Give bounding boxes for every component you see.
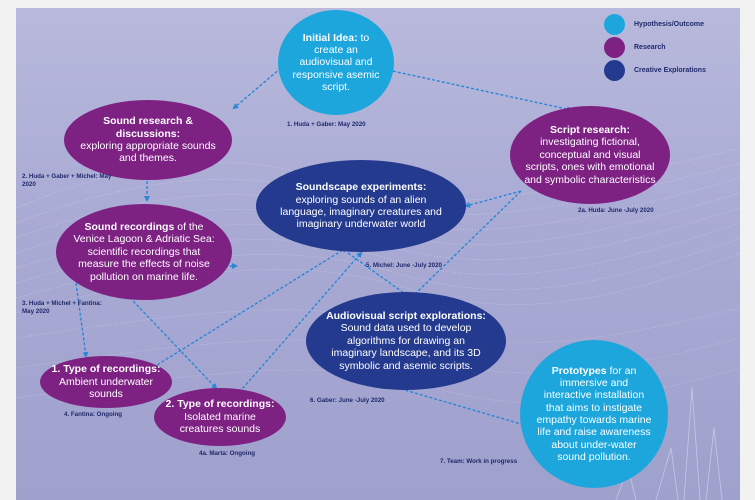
node-text: for an immersive and interactive install… [536,364,652,464]
node-sound-recordings: Sound recordings of the Venice Lagoon & … [56,204,232,300]
node-bold: Audiovisual script explorations: [326,310,486,323]
caption-type2: 4a. Marta: Ongoing [199,450,256,457]
node-prototypes: Prototypes for an immersive and interact… [520,340,668,488]
node-text: Ambient underwater sounds [59,375,153,401]
node-text: of the Venice Lagoon & Adriatic Sea: sci… [73,221,215,283]
node-text: Sound data used to develop algorithms fo… [331,322,481,372]
node-bold: Sound research & discussions: [103,115,193,140]
node-bold: Soundscape experiments: [295,181,427,194]
node-soundscape-experiments: Soundscape experiments: exploring sounds… [256,160,466,252]
node-type-1-recordings: 1. Type of recordings: Ambient underwate… [40,356,172,408]
node-sound-research: Sound research & discussions: exploring … [64,100,232,180]
node-initial-idea: Initial Idea: to create an audiovisual a… [278,10,394,115]
diagram-canvas: Hypothesis/Outcome Research Creative Exp… [16,8,740,500]
node-bold: 2. Type of recordings: [165,398,275,411]
legend-item-hypothesis: Hypothesis/Outcome [604,14,706,35]
legend-label: Creative Explorations [634,67,706,74]
node-audiovisual-explorations: Audiovisual script explorations: Sound d… [306,292,506,390]
node-bold: 1. Type of recordings: [51,363,161,376]
caption-prototypes: 7. Team: Work in progress [440,458,518,465]
node-bold: Script research: [550,124,630,137]
caption-initial-idea: 1. Huda + Gaber: May 2020 [287,121,366,128]
node-text: investigating fictional, conceptual and … [524,136,656,186]
node-text: exploring sounds of an alien language, i… [280,193,442,231]
legend-swatch-cyan [604,14,625,35]
node-script-research: Script research: investigating fictional… [510,106,670,204]
node-bold: Sound recordings [84,221,175,234]
node-bold: Prototypes [551,364,607,377]
legend: Hypothesis/Outcome Research Creative Exp… [604,14,706,83]
caption-sound-recordings: 3. Huda + Michel + Fantina: May 2020 [22,300,102,316]
legend-label: Hypothesis/Outcome [634,21,705,28]
node-text: to create an audiovisual and responsive … [292,31,380,94]
legend-item-creative: Creative Explorations [604,60,706,81]
node-text: Isolated marine creatures sounds [179,410,261,436]
legend-swatch-purple [604,37,625,58]
legend-item-research: Research [604,37,706,58]
node-text: exploring appropriate sounds and themes. [80,140,216,165]
caption-audiovisual: 6. Gaber: June -July 2020 [310,397,385,404]
node-bold: Initial Idea: [302,31,358,44]
caption-type1: 4. Fantina: Ongoing [64,411,123,418]
caption-script-research: 2a. Huda: June -July 2020 [578,207,654,214]
caption-soundscape: 5. Michel: June -July 2020 [366,262,442,269]
caption-sound-research: 2. Huda + Gaber + Michel: May 2020 [22,173,112,189]
legend-label: Research [634,44,666,51]
node-type-2-recordings: 2. Type of recordings: Isolated marine c… [154,388,286,446]
legend-swatch-navy [604,60,625,81]
